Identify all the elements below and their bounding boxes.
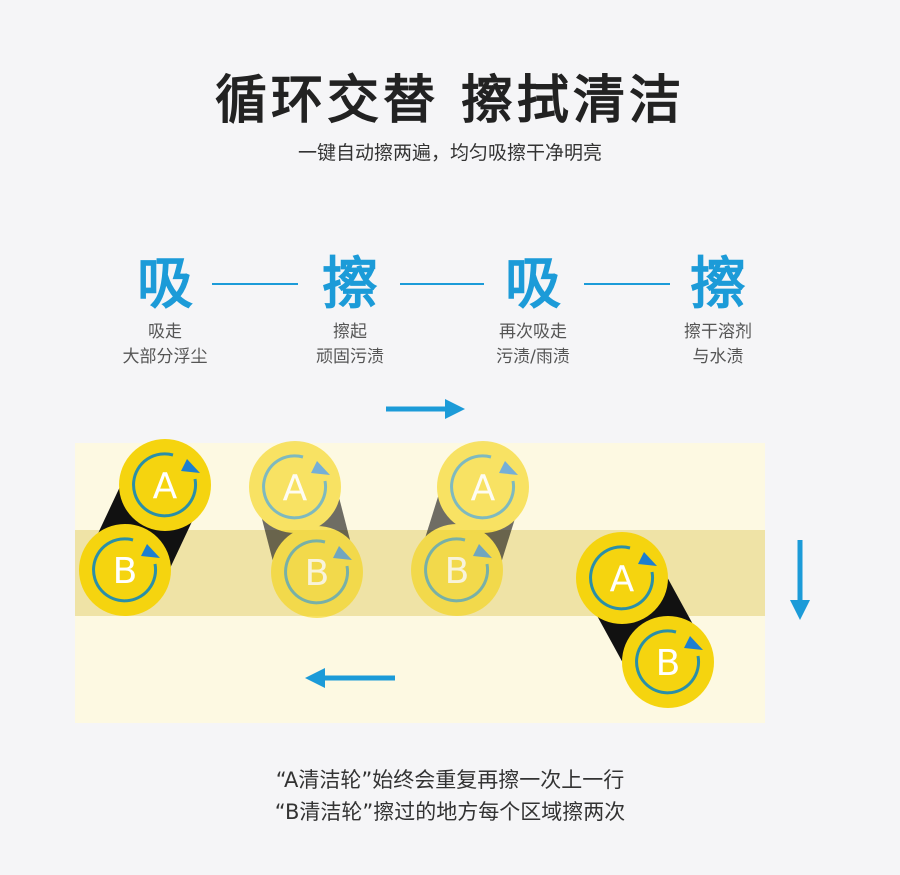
- step-char: 吸: [505, 252, 561, 317]
- step-label: 再次吸走: [499, 322, 567, 342]
- step-char: 吸: [137, 252, 193, 317]
- connector-line: [212, 283, 298, 285]
- bottom-caption: “A清洁轮”始终会重复再擦一次上一行 “B清洁轮”擦过的地方每个区域擦两次: [0, 764, 900, 828]
- wheel-a-label: A: [471, 468, 496, 509]
- connector-line: [400, 283, 484, 285]
- wheel-pair-1: BA: [77, 437, 213, 618]
- step-label: 与水渍: [692, 347, 744, 367]
- wheel-b-label: B: [113, 551, 138, 592]
- step-label: 大部分浮尘: [122, 347, 208, 367]
- wheel-b-label: B: [305, 553, 330, 594]
- step-label: 顽固污渍: [316, 347, 384, 367]
- wheel-a-label: A: [610, 559, 635, 600]
- step-wipe-2: 擦 擦干溶剂 与水渍: [628, 250, 808, 370]
- caption-line-b: “B清洁轮”擦过的地方每个区域擦两次: [274, 800, 626, 824]
- step-suck-1: 吸 吸走 大部分浮尘: [75, 250, 255, 370]
- step-wipe-1: 擦 擦起 顽固污渍: [260, 250, 440, 370]
- wheel-pair-3: BA: [409, 439, 531, 618]
- step-char: 擦: [322, 252, 378, 317]
- caption-line-a: “A清洁轮”始终会重复再擦一次上一行: [275, 768, 625, 792]
- wheel-a-label: A: [283, 468, 308, 509]
- step-label: 吸走: [148, 322, 182, 342]
- step-suck-2: 吸 再次吸走 污渍/雨渍: [443, 250, 623, 370]
- step-label: 擦干溶剂: [684, 322, 752, 342]
- step-label: 擦起: [333, 322, 367, 342]
- page-title: 循环交替 擦拭清洁: [214, 71, 686, 131]
- step-char: 擦: [690, 252, 746, 317]
- wheel-b-label: B: [445, 551, 470, 592]
- wheel-b-label: B: [656, 643, 681, 684]
- wheel-a-label: A: [153, 466, 178, 507]
- wheel-pair-4: BA: [574, 530, 716, 710]
- subtitle: 一键自动擦两遍，均匀吸擦干净明亮: [297, 142, 602, 164]
- connector-line: [584, 283, 670, 285]
- wheel-pair-2: BA: [247, 439, 365, 620]
- step-label: 污渍/雨渍: [496, 347, 570, 367]
